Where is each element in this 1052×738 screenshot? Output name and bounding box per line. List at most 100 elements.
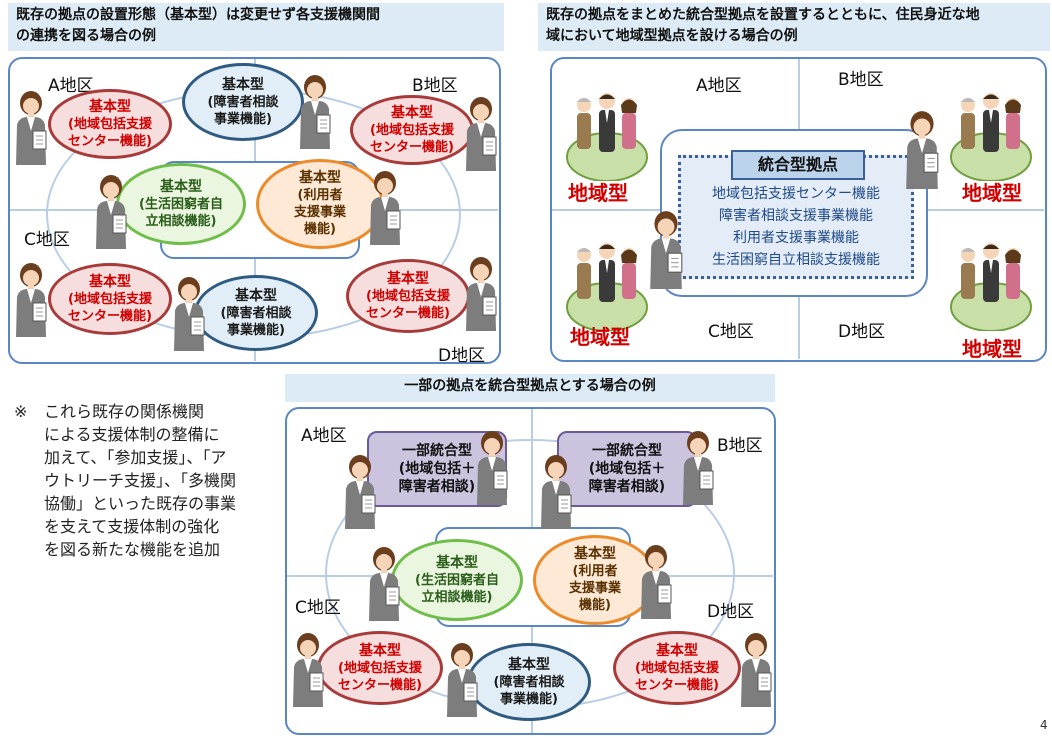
staff-person-icon (737, 631, 775, 707)
panel3-node-houkatsu-d: 基本型 (地域包括支援 センター機能) (613, 631, 741, 705)
panel3-area-a: A地区 (301, 426, 347, 446)
staff-person-icon (473, 429, 511, 505)
node-line2: センター機能) (370, 139, 454, 155)
node-line2: 事業機能) (227, 322, 285, 338)
staff-person-icon (646, 209, 686, 289)
panel2-area-b: B地区 (838, 70, 884, 90)
node-line2: センター機能) (68, 133, 152, 149)
node-line3: 機能) (304, 222, 336, 237)
staff-person-icon (289, 631, 327, 707)
region-label-a: 地域型 (568, 181, 628, 205)
node-title: 基本型 (235, 287, 277, 304)
hub-function-3: 利用者支援事業機能 (733, 230, 859, 246)
node-line2: 事業機能) (214, 111, 272, 127)
node-line1: (利用者 (572, 564, 618, 579)
node-line1: (地域包括支援 (366, 288, 450, 304)
node-line3: 機能) (579, 598, 611, 613)
node-title: 基本型 (574, 546, 616, 562)
panel2: A地区 B地区 C地区 D地区 統合型拠点 地域包括支援センター機能 障害者相談… (550, 57, 1047, 362)
node-line2: センター機能) (635, 677, 719, 693)
panel1-area-a: A地区 (48, 76, 94, 96)
staff-person-icon (341, 453, 379, 529)
partial-line1: (地域包括＋ (588, 461, 666, 477)
panel3-node-riyosha: 基本型 (利用者 支援事業 機能) (533, 535, 657, 625)
node-line1: (障害者相談 (220, 305, 292, 321)
hub-function-1: 地域包括支援センター機能 (712, 186, 880, 202)
node-line1: (障害者相談 (493, 674, 565, 690)
node-line2: 立相談機能) (145, 213, 217, 229)
note-block: ※ これら既存の関係機関 による支援体制の整備に 加えて、「参加支援」、「ア ウ… (14, 400, 284, 561)
page-number: 4 (1040, 718, 1048, 732)
panel2-header-line2: 域において地域型拠点を設ける場合の例 (546, 28, 798, 44)
panel3: A地区 B地区 C地区 D地区 一部統合型 (地域包括＋ 障害者相談) 一部統合… (285, 407, 776, 735)
panel1-node-houkatsu-b: 基本型 (地域包括支援 センター機能) (350, 95, 474, 165)
region-label-b: 地域型 (962, 181, 1022, 205)
partial-integrated-b: 一部統合型 (地域包括＋ 障害者相談) (557, 431, 697, 507)
staff-person-icon (537, 453, 575, 529)
node-title: 基本型 (89, 98, 131, 115)
partial-title: 一部統合型 (592, 443, 662, 459)
note-line-1: これら既存の関係機関 (44, 402, 205, 421)
panel2-header-line1: 既存の拠点をまとめた統合型拠点を設置するとともに、住民身近な地 (546, 7, 980, 23)
panel1-node-houkatsu-d: 基本型 (地域包括支援 センター機能) (346, 259, 470, 333)
integrated-hub-title: 統合型拠点 (731, 150, 865, 180)
note-mark: ※ (14, 402, 28, 421)
staff-person-icon (365, 545, 403, 621)
panel1-header-line2: の連携を図る場合の例 (16, 28, 156, 44)
node-line2: 事業機能) (500, 691, 558, 707)
hub-function-4: 生活困窮自立相談支援機能 (712, 252, 880, 268)
partial-line2: 障害者相談) (588, 479, 666, 495)
node-title: 基本型 (299, 170, 341, 186)
node-line1: (地域包括支援 (635, 660, 719, 676)
panel3-node-konkyu: 基本型 (生活困窮者自 立相談機能) (391, 539, 523, 621)
node-title: 基本型 (391, 104, 433, 121)
note-line-2: による支援体制の整備に (44, 425, 220, 444)
node-line1: (地域包括支援 (68, 291, 152, 307)
node-line2: 立相談機能) (421, 589, 493, 605)
node-title: 基本型 (89, 273, 131, 290)
staff-person-icon (92, 173, 130, 249)
panel2-area-c: C地区 (708, 322, 754, 342)
panel1-area-c: C地区 (24, 230, 70, 250)
panel3-area-d: D地区 (707, 602, 755, 622)
partial-title: 一部統合型 (402, 443, 472, 459)
node-title: 基本型 (387, 270, 429, 287)
staff-person-icon (296, 73, 334, 149)
panel1-header: 既存の拠点の設置形態（基本型）は変更せず各支援機関間 の連携を図る場合の例 (8, 3, 504, 51)
hub-function-2: 障害者相談支援事業機能 (719, 208, 873, 224)
panel3-node-shogai: 基本型 (障害者相談 事業機能) (467, 643, 591, 721)
staff-person-icon (462, 255, 500, 331)
staff-person-icon (637, 543, 675, 619)
node-line1: (生活困窮者自 (415, 572, 499, 588)
panel1: A地区 B地区 C地区 D地区 基本型 (地域包括支援 センター機能) 基本型 … (8, 57, 501, 366)
panel1-node-shogai-bottom: 基本型 (障害者相談 事業機能) (194, 275, 318, 351)
panel1-node-riyosha: 基本型 (利用者 支援事業 機能) (256, 159, 384, 249)
node-line1: (地域包括支援 (68, 116, 152, 132)
staff-person-icon (12, 261, 50, 337)
node-line1: (障害者相談 (207, 94, 279, 110)
node-title: 基本型 (436, 554, 478, 571)
region-label-d: 地域型 (962, 337, 1022, 361)
panel2-area-d: D地区 (838, 322, 886, 342)
node-title: 基本型 (359, 642, 401, 659)
panel3-area-c: C地区 (295, 598, 341, 618)
partial-line1: (地域包括＋ (398, 461, 476, 477)
partial-line2: 障害者相談) (398, 479, 476, 495)
panel1-area-d: D地区 (438, 346, 486, 366)
panel1-node-houkatsu-a: 基本型 (地域包括支援 センター機能) (48, 89, 172, 159)
panel2-header: 既存の拠点をまとめた統合型拠点を設置するとともに、住民身近な地 域において地域型… (538, 3, 1050, 51)
node-line2: センター機能) (338, 677, 422, 693)
panel1-node-houkatsu-c: 基本型 (地域包括支援 センター機能) (48, 263, 172, 335)
node-line2: センター機能) (68, 308, 152, 324)
residents-family-icon (564, 85, 650, 181)
panel1-header-line1: 既存の拠点の設置形態（基本型）は変更せず各支援機関間 (16, 7, 380, 23)
panel1-node-shogai-top: 基本型 (障害者相談 事業機能) (182, 63, 304, 141)
panel1-area-b: B地区 (412, 76, 458, 96)
staff-person-icon (443, 641, 481, 717)
node-title: 基本型 (508, 656, 550, 673)
note-line-5: 協働」といった既存の事業 (44, 494, 237, 513)
node-title: 基本型 (222, 76, 264, 93)
note-line-7: を図る新たな機能を追加 (44, 540, 221, 559)
staff-person-icon (12, 89, 50, 165)
node-line1: (地域包括支援 (370, 122, 454, 138)
